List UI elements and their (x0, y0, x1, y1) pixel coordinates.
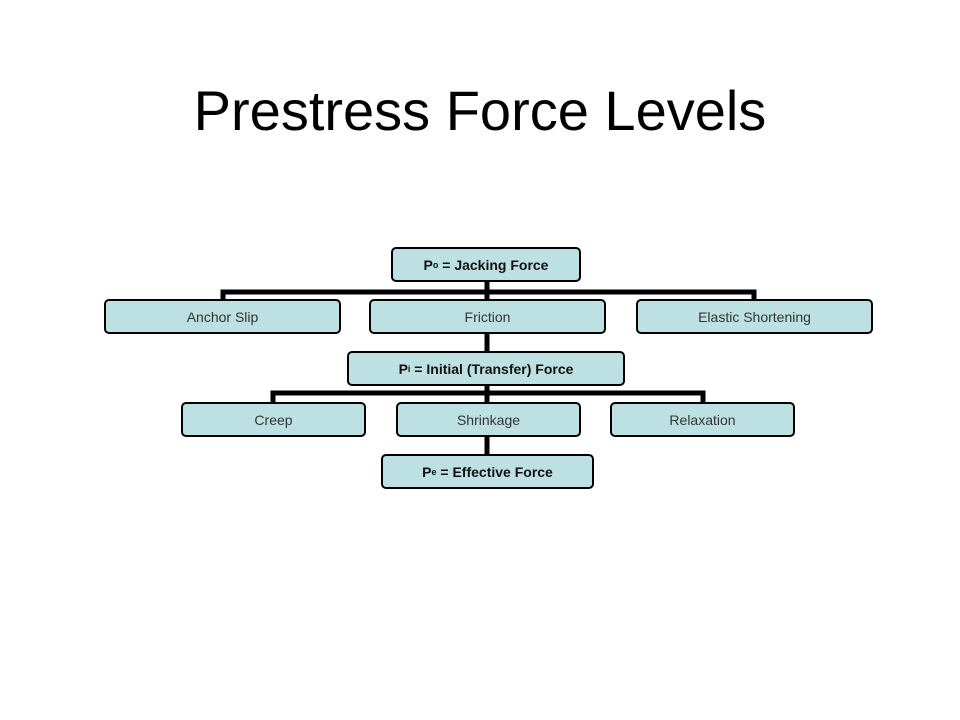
node-label: = Effective Force (436, 463, 553, 480)
node-friction: Friction (369, 299, 606, 334)
node-label: = Jacking Force (438, 256, 549, 273)
node-subscript: i (407, 363, 411, 374)
node-subscript: o (432, 259, 439, 270)
page-title: Prestress Force Levels (193, 79, 767, 142)
node-elastic-shortening: Elastic Shortening (636, 299, 873, 334)
node-relaxation: Relaxation (610, 402, 795, 437)
node-shrinkage: Shrinkage (396, 402, 581, 437)
node-symbol: P (398, 360, 408, 377)
node-symbol: P (422, 463, 432, 480)
node-creep: Creep (181, 402, 366, 437)
node-label: = Initial (Transfer) Force (410, 360, 574, 377)
node-subscript: e (431, 466, 437, 477)
node-anchor-slip: Anchor Slip (104, 299, 341, 334)
node-symbol: P (423, 256, 433, 273)
